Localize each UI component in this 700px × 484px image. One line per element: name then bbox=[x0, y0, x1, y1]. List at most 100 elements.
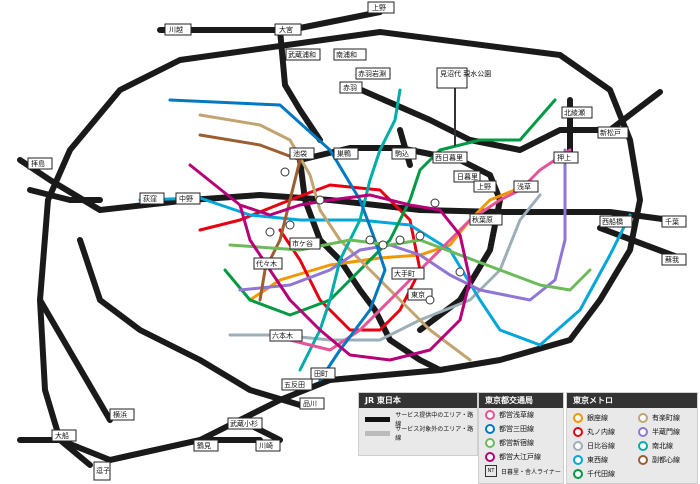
legend-label: 都営大江戸線 bbox=[499, 453, 541, 461]
legend-jr-item-label: サービス対象外のエリア・路線 bbox=[395, 426, 474, 442]
svg-text:品川: 品川 bbox=[303, 400, 317, 408]
station-nishi-funabashi[interactable]: 西船橋 bbox=[599, 215, 633, 228]
svg-text:北綾瀬: 北綾瀬 bbox=[564, 108, 585, 117]
svg-text:東京: 東京 bbox=[411, 290, 425, 299]
subway-lines bbox=[138, 79, 632, 382]
legend-label: 都営三田線 bbox=[499, 425, 534, 433]
legend-label: 南北線 bbox=[652, 442, 673, 450]
station-tsurumi[interactable]: 鶴見 bbox=[193, 439, 219, 452]
station-shin-matsudo[interactable]: 新松戸 bbox=[597, 126, 629, 139]
station-soga[interactable]: 蘇我 bbox=[661, 253, 687, 266]
svg-text:赤羽: 赤羽 bbox=[343, 84, 357, 92]
legend-metro-item: 丸ノ内線 bbox=[567, 425, 632, 439]
legend-toei-item: 都営三田線 bbox=[479, 422, 563, 436]
legend-jr: JR 東日本 サービス提供中のエリア・路線 サービス対象外のエリア・路線 bbox=[358, 392, 478, 456]
legend-label: 副都心線 bbox=[652, 456, 680, 464]
station-ikebukuro[interactable]: 池袋 bbox=[289, 147, 315, 160]
oedo-line-icon bbox=[485, 452, 495, 462]
svg-text:押上: 押上 bbox=[557, 153, 571, 162]
station-sugamo[interactable]: 巣鴨 bbox=[333, 147, 359, 160]
yurakucho-line bbox=[198, 113, 472, 362]
legend-label: 千代田線 bbox=[587, 470, 615, 478]
mita-line bbox=[168, 98, 387, 382]
svg-text:六本木: 六本木 bbox=[272, 331, 293, 340]
station-ueno-top[interactable]: 上野 bbox=[367, 1, 395, 14]
svg-text:大宮: 大宮 bbox=[279, 25, 293, 34]
station-zushi[interactable]: 逗子 bbox=[93, 461, 111, 481]
svg-text:見沼代 親水公園: 見沼代 親水公園 bbox=[440, 69, 491, 78]
station-yokohama[interactable]: 横浜 bbox=[109, 408, 135, 421]
svg-text:西日暮里: 西日暮里 bbox=[435, 153, 463, 162]
legend-metro-item: 南北線 bbox=[632, 439, 697, 453]
legend-label: 銀座線 bbox=[587, 414, 608, 422]
marunouchi-line-icon bbox=[573, 427, 583, 437]
station-musashi-kosugi[interactable]: 武蔵小杉 bbox=[227, 417, 263, 430]
legend-toei-item: 都営大江戸線 bbox=[479, 450, 563, 464]
svg-text:新松戸: 新松戸 bbox=[600, 128, 621, 137]
fukutoshin-line bbox=[198, 133, 302, 302]
asakusa-line-icon bbox=[485, 410, 495, 420]
station-yoyogi[interactable]: 代々木 bbox=[253, 257, 283, 270]
station-roppongi[interactable]: 六本木 bbox=[269, 329, 303, 342]
station-kawasaki[interactable]: 川崎 bbox=[255, 439, 281, 452]
legend-label: 日比谷線 bbox=[587, 442, 615, 450]
station-ueno[interactable]: 上野 bbox=[473, 180, 497, 193]
yurakucho-line-icon bbox=[638, 413, 648, 423]
legend-metro-item: 日比谷線 bbox=[567, 439, 632, 453]
svg-text:代々木: 代々木 bbox=[256, 259, 277, 268]
legend-bar-black bbox=[365, 416, 391, 422]
station-akabane[interactable]: 赤羽 bbox=[339, 81, 363, 94]
hibiya-line-icon bbox=[573, 441, 583, 451]
station-gotanda[interactable]: 五反田 bbox=[281, 378, 313, 391]
station-akabane-iwabuchi[interactable]: 赤羽岩淵 bbox=[355, 67, 391, 80]
station-minami-urawa[interactable]: 南浦和 bbox=[333, 48, 367, 61]
svg-text:千葉: 千葉 bbox=[665, 217, 679, 226]
legend-metro: 東京メトロ 銀座線 有楽町線 丸ノ内線 半蔵門線 日比谷線 南北線 東西線 副都… bbox=[566, 392, 698, 484]
station-kawagoe[interactable]: 川越 bbox=[164, 23, 192, 36]
legend-jr-item: サービス提供中のエリア・路線 bbox=[359, 412, 477, 428]
legend-metro-grid: 銀座線 有楽町線 丸ノ内線 半蔵門線 日比谷線 南北線 東西線 副都心線 千代田… bbox=[567, 408, 697, 481]
station-nakano[interactable]: 中野 bbox=[175, 192, 201, 205]
station-ichigaya[interactable]: 市ケ谷 bbox=[289, 237, 321, 250]
legend-label: 日暮里・舎人ライナー bbox=[501, 468, 561, 476]
station-nippori[interactable]: 日暮里 bbox=[453, 170, 481, 183]
legend-label: 丸ノ内線 bbox=[587, 428, 615, 436]
legend-toei-title: 東京都交通局 bbox=[479, 393, 563, 408]
station-haijima[interactable]: 拝島 bbox=[27, 157, 53, 170]
namboku-line bbox=[298, 88, 402, 372]
station-ofuna[interactable]: 大船 bbox=[51, 429, 77, 442]
station-ogikubo[interactable]: 荻窪 bbox=[139, 192, 165, 205]
station-oshiage[interactable]: 押上 bbox=[553, 151, 579, 164]
station-asakusa[interactable]: 浅草 bbox=[513, 180, 539, 193]
svg-text:秋葉原: 秋葉原 bbox=[472, 215, 493, 224]
legend-jr-item-label: サービス提供中のエリア・路線 bbox=[395, 412, 474, 428]
station-musashi-urawa[interactable]: 武蔵浦和 bbox=[285, 48, 321, 61]
legend-label: 有楽町線 bbox=[652, 414, 680, 422]
svg-text:蘇我: 蘇我 bbox=[665, 255, 679, 264]
svg-text:巣鴨: 巣鴨 bbox=[337, 149, 351, 158]
station-tokyo[interactable]: 東京 bbox=[407, 288, 433, 301]
station-omiya[interactable]: 大宮 bbox=[274, 23, 302, 36]
station-chiba[interactable]: 千葉 bbox=[661, 215, 687, 228]
station-otemachi[interactable]: 大手町 bbox=[391, 267, 425, 280]
legend-metro-item: 東西線 bbox=[567, 453, 632, 467]
station-komagome[interactable]: 駒込 bbox=[391, 147, 417, 160]
svg-text:浅草: 浅草 bbox=[517, 182, 531, 191]
legend-metro-item: 半蔵門線 bbox=[632, 425, 697, 439]
station-shinagawa[interactable]: 品川 bbox=[299, 397, 325, 410]
svg-text:川越: 川越 bbox=[169, 25, 183, 34]
svg-text:五反田: 五反田 bbox=[284, 380, 305, 389]
svg-text:市ケ谷: 市ケ谷 bbox=[292, 239, 313, 248]
station-minumadai[interactable]: 見沼代 親水公園 bbox=[436, 67, 491, 89]
station-tamachi[interactable]: 田町 bbox=[310, 367, 336, 380]
station-nishi-nippori[interactable]: 西日暮里 bbox=[432, 151, 468, 164]
svg-text:武蔵小杉: 武蔵小杉 bbox=[230, 419, 258, 428]
svg-text:武蔵浦和: 武蔵浦和 bbox=[288, 50, 316, 59]
svg-text:上野: 上野 bbox=[372, 3, 386, 12]
nippori-toneri-icon: NT bbox=[485, 465, 497, 477]
station-akihabara[interactable]: 秋葉原 bbox=[469, 213, 503, 226]
legend-metro-item: 銀座線 bbox=[567, 411, 632, 425]
svg-text:西船橋: 西船橋 bbox=[602, 217, 623, 226]
station-kita-ayase[interactable]: 北綾瀬 bbox=[561, 106, 593, 119]
